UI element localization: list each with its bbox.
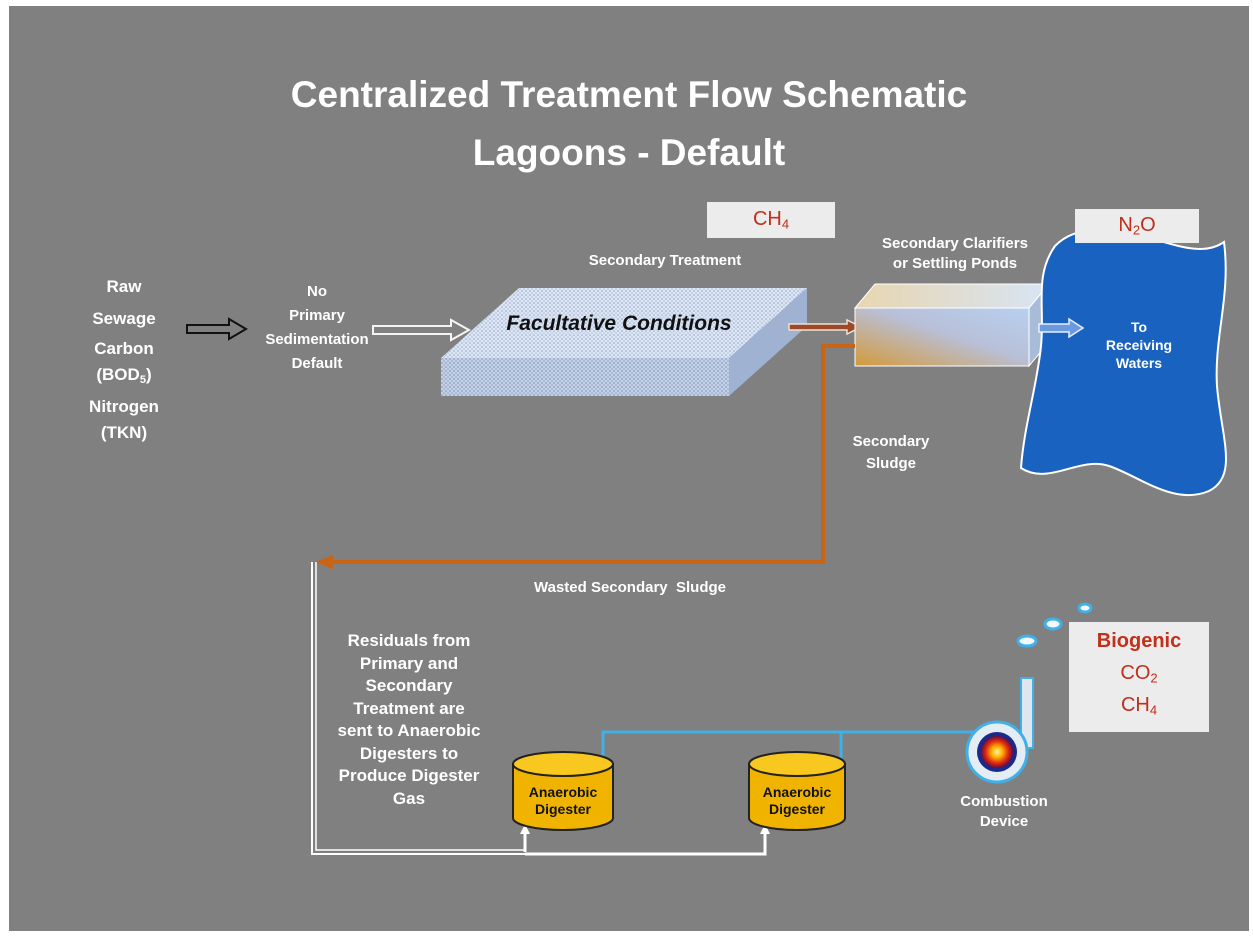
digester-1-line-2: Digester [534, 801, 592, 817]
ch4-top-text: CH4 [752, 208, 790, 232]
receiving-line-2: Receiving [1105, 337, 1173, 353]
residuals-routing-line [311, 562, 770, 856]
primary-line-2: Primary [289, 307, 345, 324]
no-primary-label: No Primary Sedimentation Default [257, 280, 377, 376]
title-line-2: Lagoons - Default [472, 132, 786, 173]
clarifiers-line-1: Secondary Clarifiers [882, 235, 1028, 252]
clarifier-tank [853, 282, 1051, 368]
residuals-line-6: Digesters to [359, 743, 459, 763]
lagoon-to-clarifier-arrow [788, 318, 863, 336]
receiving-waters-shape [1019, 229, 1227, 497]
to-receiving-waters-arrow [1038, 317, 1085, 339]
secondary-sludge-label: Secondary Sludge [841, 431, 941, 475]
primary-line-3: Sedimentation [265, 331, 369, 348]
nitrogen-text: Nitrogen [89, 397, 159, 416]
digester-2-line-2: Digester [768, 801, 826, 817]
residuals-line-2: Primary and [359, 653, 459, 673]
primary-line-1: No [307, 283, 327, 300]
facultative-conditions-label: Facultative Conditions [506, 312, 732, 335]
residuals-line-5: sent to Anaerobic [337, 721, 481, 740]
n2o-emission-box: N2O [1075, 209, 1199, 243]
raw-sewage-label: Raw Sewage Carbon (BOD5) Nitrogen (TKN) [69, 274, 179, 446]
digester-1-label: Anaerobic Digester [513, 784, 613, 818]
residuals-description: Residuals from Primary and Secondary Tre… [324, 630, 494, 810]
primary-to-secondary-arrow [372, 318, 472, 342]
diagram-graphics [186, 229, 1227, 856]
combustion-device [965, 677, 1034, 784]
facultative-lagoon-block [441, 288, 807, 396]
ch4-bottom-text: CH4 [1120, 694, 1158, 718]
secondary-clarifiers-label: Secondary Clarifiers or Settling Ponds [865, 234, 1045, 274]
combustion-device-label: Combustion Device [949, 792, 1059, 832]
wasted-sludge-line [315, 344, 855, 569]
residuals-line-3: Secondary [365, 676, 453, 695]
residuals-line-8: Gas [392, 788, 426, 808]
primary-line-4: Default [291, 355, 343, 372]
digester-2-label: Anaerobic Digester [749, 784, 845, 818]
secondary-treatment-label: Secondary Treatment [588, 252, 742, 269]
slide-background: Centralized Treatment Flow Schematic Lag… [9, 6, 1249, 931]
carbon-text: Carbon [94, 339, 154, 358]
digester-1-line-1: Anaerobic [528, 784, 598, 800]
input-arrow [186, 317, 248, 341]
emission-puffs [1016, 602, 1093, 648]
n2o-text: N2O [1118, 214, 1156, 238]
biogenic-emissions-box: Biogenic CO2 CH4 [1069, 622, 1209, 732]
digester-2-line-1: Anaerobic [762, 784, 832, 800]
raw-text: Raw [106, 277, 142, 296]
co2-text: CO2 [1120, 662, 1158, 686]
receiving-waters-label: To Receiving Waters [1089, 318, 1189, 372]
anaerobic-digester-1 [512, 751, 614, 831]
anaerobic-digester-2 [748, 751, 846, 831]
residuals-line-7: Produce Digester [338, 766, 480, 785]
tkn-text: (TKN) [100, 423, 148, 442]
sludge-line-2: Sludge [865, 455, 916, 472]
receiving-line-3: Waters [1115, 355, 1163, 371]
ch4-emission-box: CH4 [707, 202, 835, 238]
sewage-text: Sewage [92, 309, 156, 328]
residuals-line-4: Treatment are [353, 698, 465, 718]
digester-gas-line [601, 730, 1009, 776]
wasted-sludge-label: Wasted Secondary Sludge [534, 579, 726, 596]
combustion-line-1: Combustion [960, 793, 1048, 810]
title-line-1: Centralized Treatment Flow Schematic [290, 74, 968, 115]
biogenic-text: Biogenic [1096, 630, 1182, 652]
bod-text: (BOD5) [96, 365, 152, 386]
receiving-line-1: To [1130, 319, 1148, 335]
clarifiers-line-2: or Settling Ponds [892, 255, 1018, 272]
combustion-line-2: Device [979, 813, 1029, 830]
residuals-line-1: Residuals from [347, 631, 471, 650]
sludge-line-1: Secondary [852, 433, 930, 450]
